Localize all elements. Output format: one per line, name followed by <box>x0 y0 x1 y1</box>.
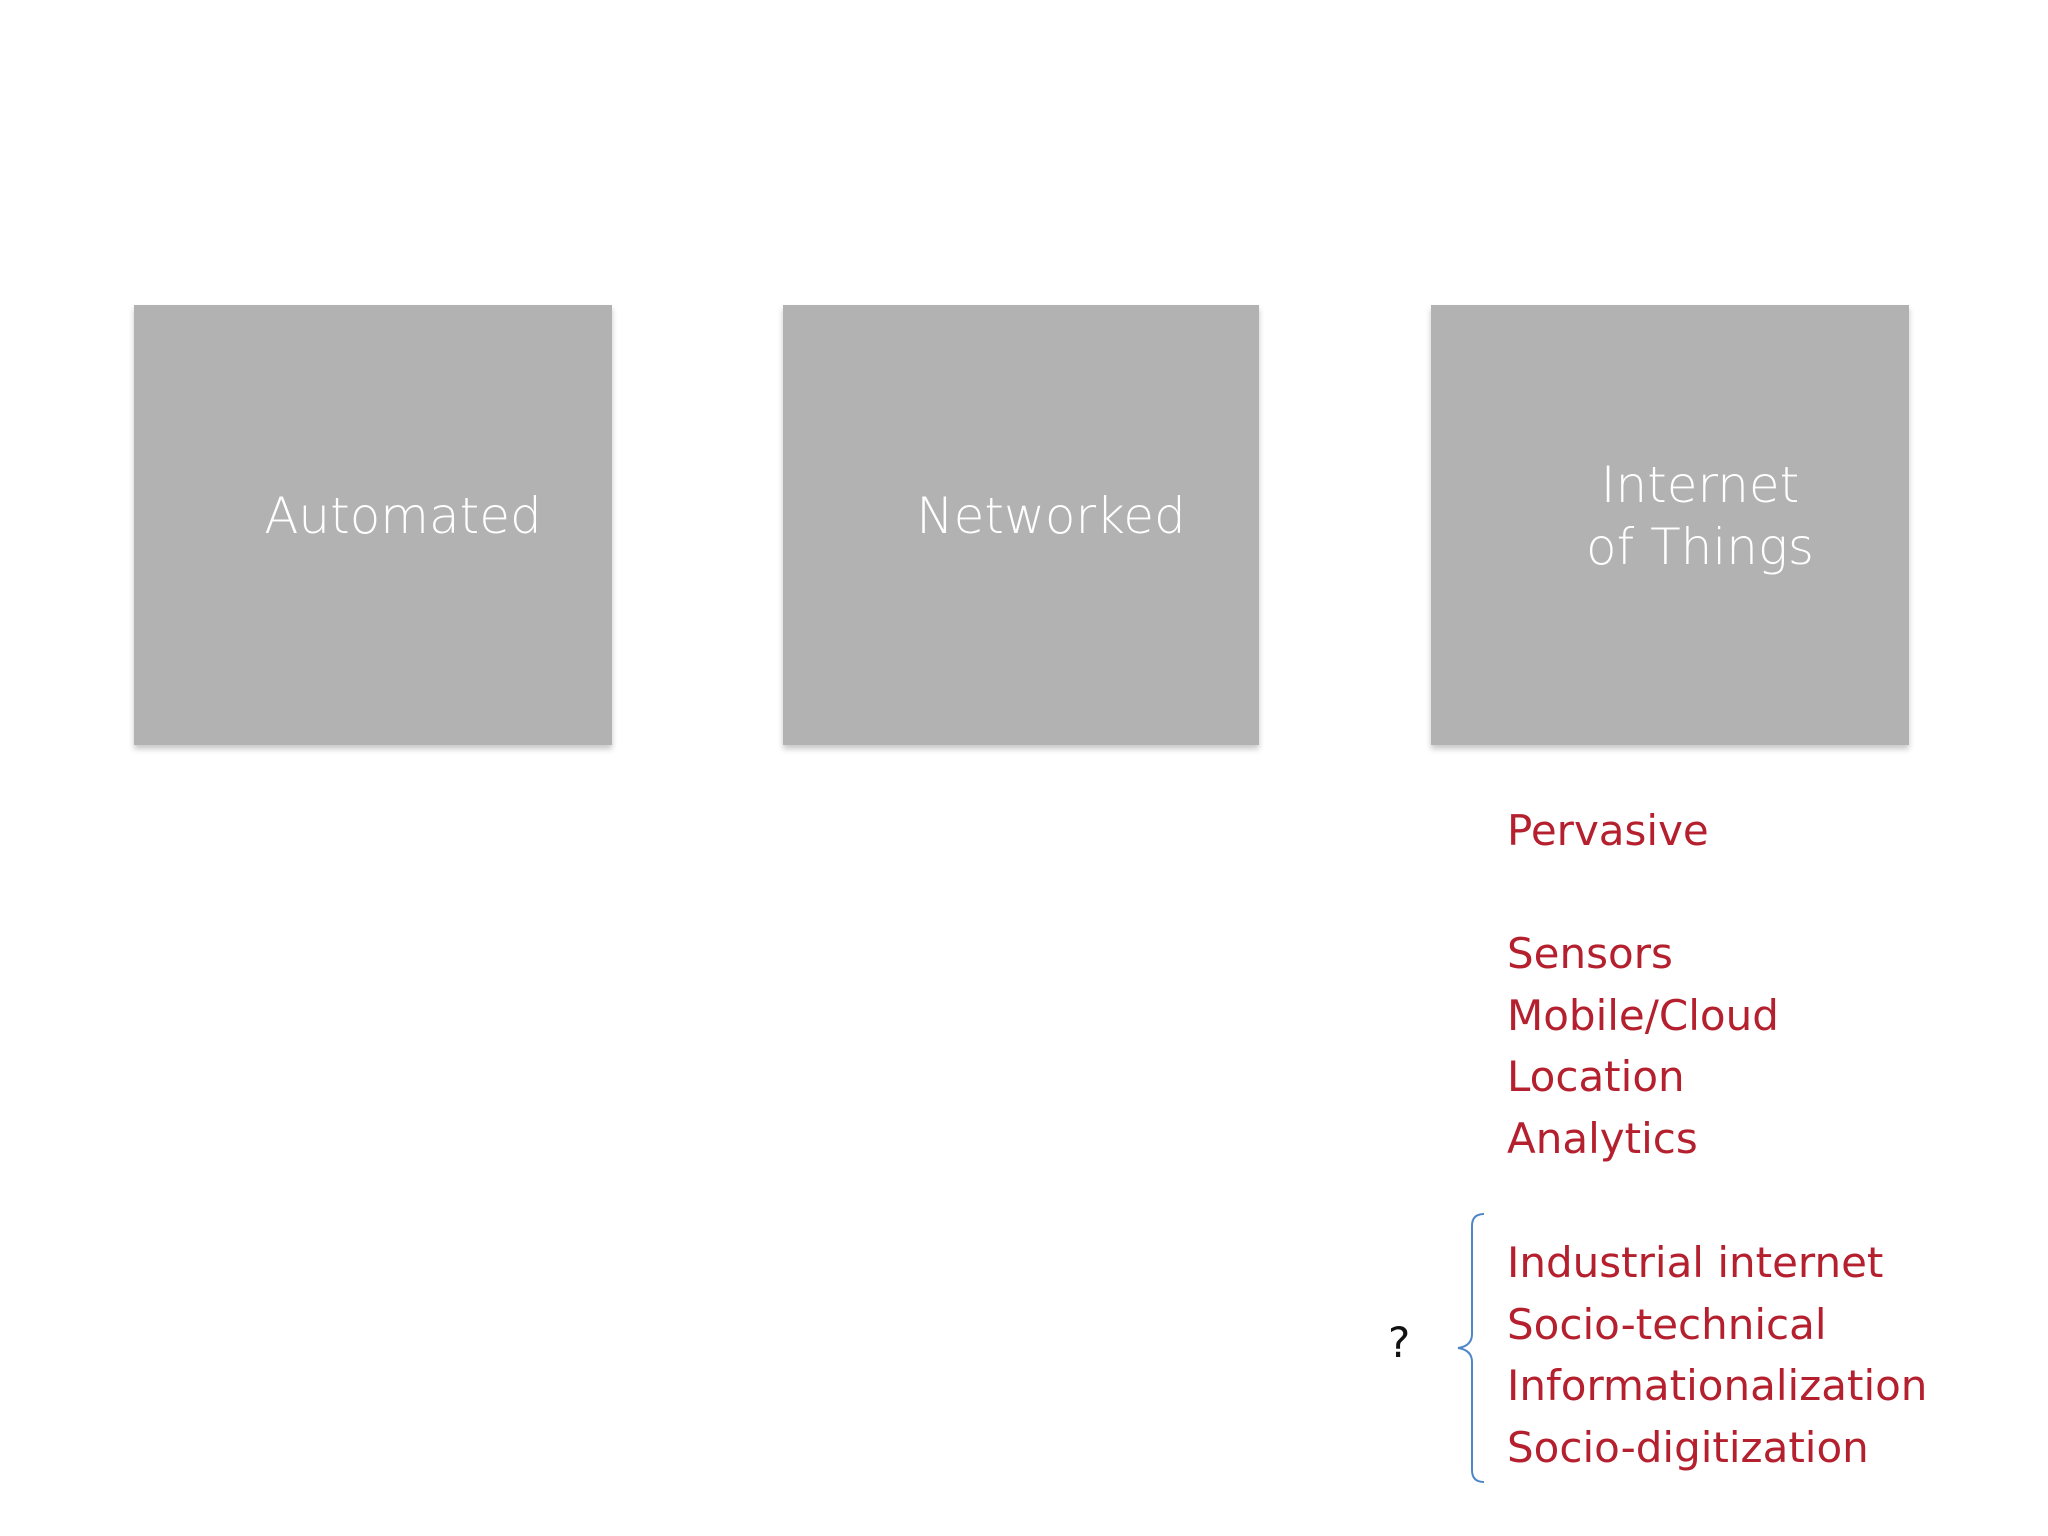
list-item: Socio-digitization <box>1507 1422 1869 1472</box>
stage-label: Networked <box>916 487 1186 545</box>
list-item: Mobile/Cloud <box>1507 990 1779 1040</box>
stage-automated: Automated <box>134 305 612 745</box>
terms-list: Industrial internet Socio-technical Info… <box>1507 1232 1927 1478</box>
list-item: Location <box>1507 1052 1685 1101</box>
curly-brace-icon <box>1457 1213 1485 1483</box>
pervasive-heading: Pervasive <box>1507 806 1709 855</box>
chevron-shape <box>134 305 612 745</box>
question-mark: ? <box>1388 1318 1411 1367</box>
stage-networked: Networked <box>783 305 1259 745</box>
list-item: Informationalization <box>1507 1361 1928 1410</box>
list-item: Industrial internet <box>1507 1238 1884 1287</box>
stage-internet-of-things: Internet of Things <box>1431 305 1909 745</box>
list-item: Sensors <box>1507 929 1673 978</box>
technology-list: Sensors Mobile/Cloud Location Analytics <box>1507 923 1779 1169</box>
list-item: Analytics <box>1507 1113 1698 1163</box>
stage-label: Automated <box>264 487 542 545</box>
chevron-shape <box>1431 305 1909 745</box>
stage-label: Internet of Things <box>1586 456 1814 576</box>
list-item: Socio-technical <box>1507 1299 1827 1349</box>
chevron-shape <box>783 305 1259 745</box>
